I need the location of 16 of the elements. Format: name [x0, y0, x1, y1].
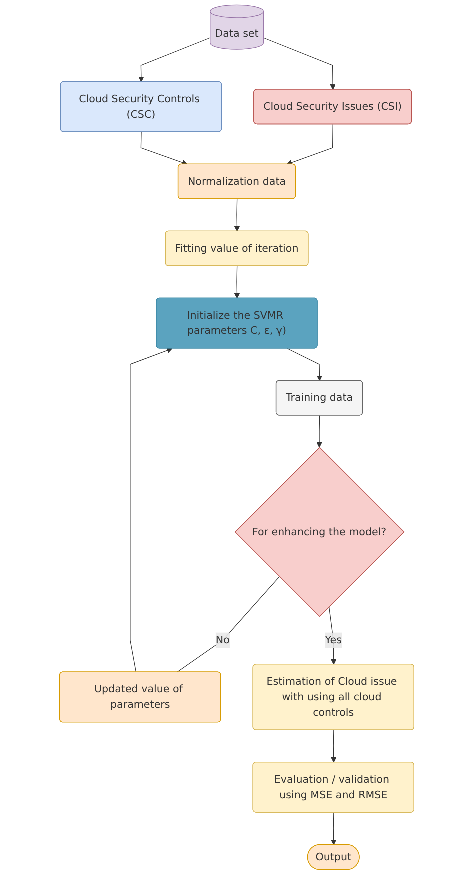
arrow: [263, 38, 336, 90]
node-diamond: For enhancing the model?: [234, 447, 405, 618]
arrow: [287, 348, 323, 382]
arrow: [234, 198, 240, 232]
arrow: [331, 812, 337, 846]
arrow: [328, 606, 337, 665]
connector: [176, 576, 280, 673]
arrow: [331, 730, 337, 763]
arrow: [130, 348, 173, 673]
arrow: [234, 266, 240, 299]
arrow: [138, 38, 211, 82]
arrow: [140, 132, 188, 166]
edge-label: Yes: [325, 634, 342, 646]
arrow: [286, 124, 334, 166]
arrow: [316, 415, 322, 448]
edge-label: No: [216, 634, 230, 646]
